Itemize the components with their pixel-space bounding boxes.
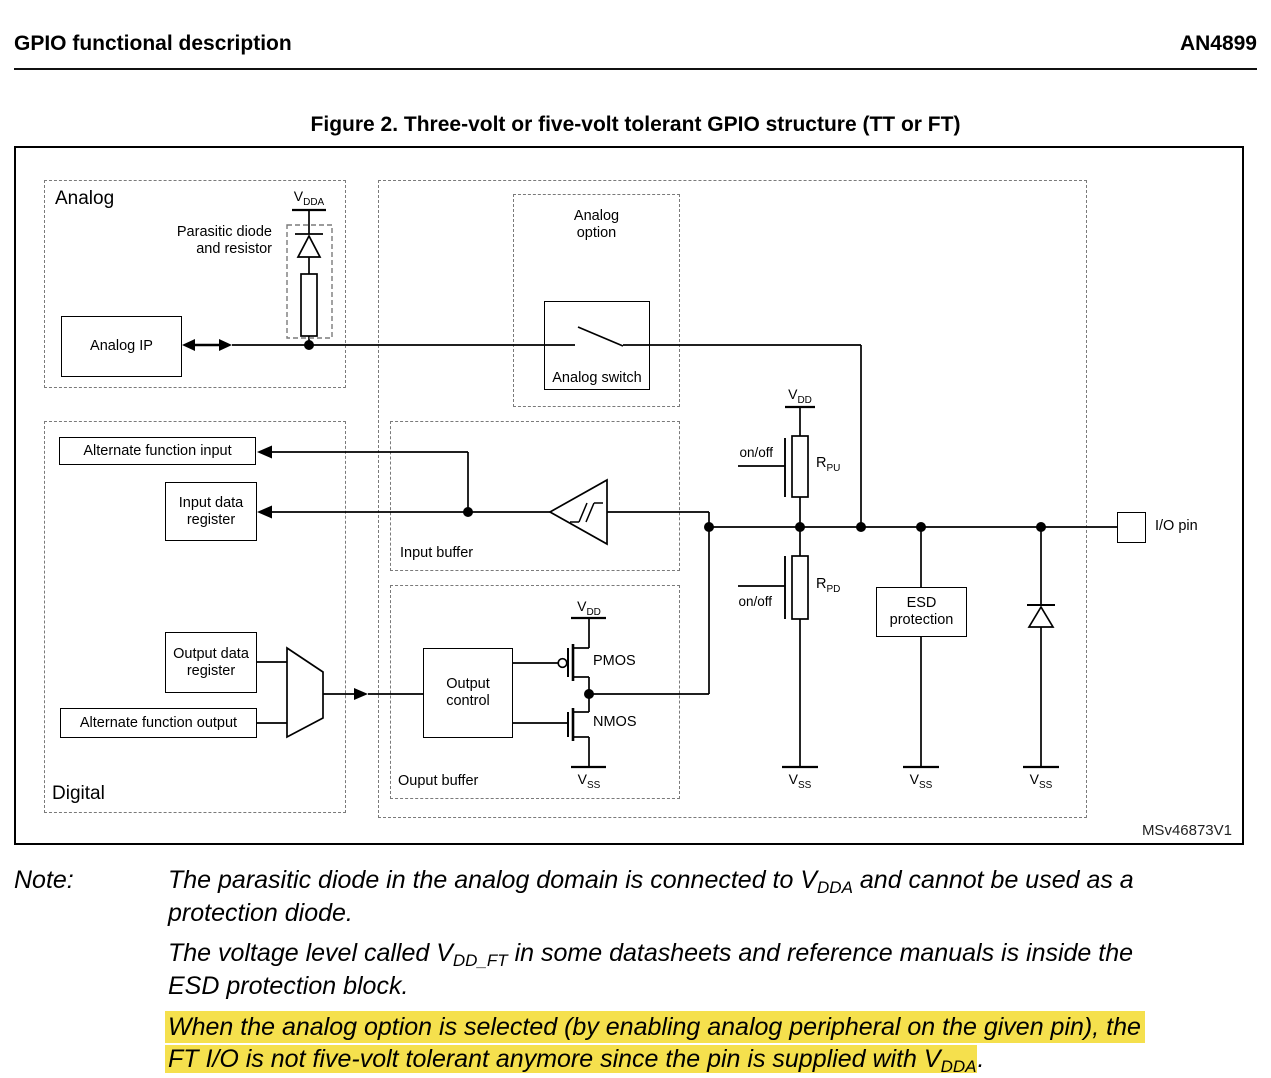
note-p3-line1-highlighted: When the analog option is selected (by e… [165, 1011, 1145, 1043]
vdd-label-rpu: VDD [788, 386, 812, 406]
on-off-pd-label: on/off [738, 594, 772, 609]
rpu-label: RPU [816, 455, 841, 474]
figure-watermark: MSv46873V1 [1141, 822, 1232, 839]
note-label: Note: [14, 866, 74, 894]
output-data-register-label: Output data register [173, 645, 249, 679]
input-data-register-box: Input data register [165, 482, 257, 541]
circuit-graphics [182, 208, 1117, 769]
output-control-label: Output control [446, 676, 490, 709]
note-p1-line1: The parasitic diode in the analog domain… [168, 866, 1134, 897]
vss-label-esd: VSS [909, 771, 933, 791]
vss-label-rpd: VSS [788, 771, 812, 791]
figure-caption: Figure 2. Three-volt or five-volt tolera… [310, 113, 961, 136]
vss-label-diode: VSS [1029, 771, 1053, 791]
analog-ip-label: Analog IP [90, 338, 153, 354]
parasitic-resistor [300, 273, 318, 337]
analog-switch-box: Analog switch [544, 301, 650, 390]
rpu-resistor [791, 435, 809, 498]
pmos-label: PMOS [593, 653, 636, 669]
note-p3-line2-highlighted: FT I/O is not five-volt tolerant anymore… [165, 1045, 978, 1076]
parasitic-dashed-box [286, 224, 333, 339]
hysteresis-glyph [570, 502, 603, 523]
pad-region [378, 180, 1087, 818]
vdda-label: VDDA [293, 188, 325, 208]
analog-switch-lever [577, 326, 624, 347]
arrow-left-icon [257, 445, 272, 459]
pmos-bubble-icon [557, 657, 568, 669]
note-p2-line2: ESD protection block. [168, 972, 409, 1000]
digital-region [44, 421, 346, 813]
mux-icon [286, 646, 324, 739]
analog-option-region [513, 194, 680, 407]
digital-region-label: Digital [52, 783, 105, 804]
note-p1-line2: protection diode. [168, 899, 353, 927]
nmos-label: NMOS [593, 714, 637, 730]
arrow-right-icon [219, 339, 232, 351]
protection-diode-triangle [1027, 605, 1055, 628]
esd-protection-box: ESD protection [876, 587, 967, 637]
input-buffer-label: Input buffer [400, 545, 474, 561]
arrow-right-icon [354, 688, 368, 700]
input-buffer-region [390, 421, 680, 571]
schmitt-trigger-icon [548, 478, 608, 546]
junction-dots [304, 340, 1046, 699]
output-control-box: Output control [423, 648, 513, 738]
note-p2-line1: The voltage level called VDD_FT in some … [168, 939, 1134, 970]
page-header-title: GPIO functional description [14, 32, 292, 55]
input-data-register-label: Input data register [178, 494, 244, 528]
alt-func-output-box: Alternate function output [60, 708, 257, 738]
analog-ip-box: Analog IP [61, 316, 182, 377]
alt-func-input-box: Alternate function input [59, 437, 256, 465]
header-rule [14, 68, 1257, 70]
vss-label-nmos: VSS [577, 771, 601, 791]
alt-func-input-label: Alternate function input [83, 442, 232, 459]
rpd-label: RPD [816, 576, 841, 595]
parasitic-diode-triangle [296, 234, 322, 258]
analog-region-label: Analog [55, 188, 115, 209]
vdd-label-output: VDD [577, 598, 601, 618]
output-buffer-label: Ouput buffer [398, 773, 479, 789]
note-p3-line2: FT I/O is not five-volt tolerant anymore… [165, 1043, 984, 1078]
arrow-left-icon [257, 505, 272, 519]
esd-protection-label: ESD protection [889, 595, 954, 628]
on-off-pu-label: on/off [739, 445, 773, 460]
analog-switch-label: Analog switch [552, 370, 642, 386]
io-pin-pad [1117, 512, 1146, 543]
io-pin-label: I/O pin [1155, 518, 1198, 534]
alt-func-output-label: Alternate function output [79, 714, 238, 731]
analog-region [44, 180, 346, 388]
output-data-register-box: Output data register [165, 632, 257, 693]
arrow-left-icon [182, 339, 195, 351]
rpd-resistor [791, 555, 809, 620]
doc-id: AN4899 [1179, 32, 1257, 55]
figure-frame: Analog IP Alternate function input Input… [14, 146, 1244, 845]
output-buffer-region [390, 585, 680, 799]
